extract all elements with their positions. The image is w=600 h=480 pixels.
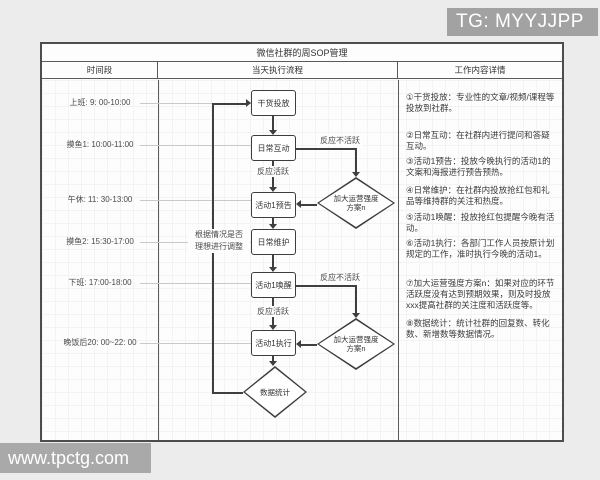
edge-line [212,103,246,105]
feedback-adjust-line1: 根据情况是否 [195,230,243,239]
watermark-website: www.tpctg.com [0,443,151,473]
time-slot-label: 下班: 17:00-18:00 [68,278,132,287]
edge-line [355,148,357,172]
edge-line [301,204,317,206]
arrow-head-down [352,172,360,177]
time-slot-label: 上班: 9: 00-10:00 [69,98,131,107]
node-activity-preview: 活动1预告 [251,192,296,218]
edge-line [355,285,357,313]
column-divider-1 [158,80,159,440]
time-connector-line [140,200,251,201]
detail-item-6: ⑥活动1执行：各部门工作人员按原计划规定的工作，准时执行今晚的活动1。 [406,238,555,259]
node-activity-wakeup: 活动1唤醒 [251,272,296,298]
arrow-head-down [352,313,360,318]
detail-item-2: ②日常互动：在社群内进行提问和答疑互动。 [406,130,550,151]
arrow-head-down [269,224,277,229]
edge-line [212,392,243,394]
arrow-head-down [269,187,277,192]
decision-label: 数据统计 [260,387,290,397]
decision-plan-n-lower: 加大运营强度方案n [317,318,395,370]
grid-background [42,80,562,440]
arrow-head-right [246,99,251,107]
edge-line [272,218,274,224]
decision-label: 加大运营强度方案n [333,335,379,353]
edge-line [296,285,356,287]
node-daily-maintenance: 日常维护 [251,229,296,255]
arrow-head-down [269,361,277,366]
node-activity-execute: 活动1执行 [251,330,296,356]
arrow-head-down [269,130,277,135]
column-header-time: 时间段 [42,62,158,78]
time-connector-line [140,103,251,104]
edge-line [272,356,274,361]
edge-label-inactive: 反应不活跃 [317,272,363,283]
edge-label-inactive: 反应不活跃 [317,135,363,146]
detail-item-7: ⑦加大运营强度方案n：如果对应的环节活跃度没有达到预期效果，则及时投放xxx提高… [406,278,555,310]
edge-line [301,344,317,346]
watermark-telegram: TG: MYYJJPP [447,8,598,36]
time-connector-line [140,283,251,284]
feedback-adjust-line2: 理想进行调整 [195,242,243,251]
node-daily-interaction: 日常互动 [251,135,296,161]
feedback-adjust-label: 根据情况是否 理想进行调整 [188,229,250,253]
detail-item-4: ④日常维护：在社群内投放抢红包和礼品等维持群的关注和热度。 [406,185,550,206]
sop-diagram-table: 微信社群的周SOP管理 时间段 当天执行流程 工作内容详情 上班: 9: 00-… [40,42,564,442]
column-divider-2 [398,80,399,440]
edge-line [272,255,274,267]
edge-line [272,116,274,130]
arrow-head-down [269,325,277,330]
time-slot-label: 摸鱼2: 15:30-17:00 [66,237,134,246]
detail-item-3: ③活动1预告：投放今晚执行的活动1的文案和海报进行预告预热。 [406,156,551,177]
detail-item-5: ⑤活动1唤醒：投放抢红包提醒今晚有活动。 [406,212,555,233]
time-connector-line [140,145,251,146]
detail-item-1: ①干货投放：专业性的文章/视频/课程等投放到社群。 [406,92,555,113]
arrow-head-left [296,200,301,208]
edge-label-active: 反应活跃 [253,306,293,317]
detail-item-8: ⑧数据统计：统计社群的回复数、转化数、新增数等数据情况。 [406,318,550,339]
time-slot-label: 摸鱼1: 10:00-11:00 [66,140,134,149]
decision-plan-n-upper: 加大运营强度方案n [317,177,395,229]
diagram-title: 微信社群的周SOP管理 [42,44,562,62]
arrow-head-down [269,267,277,272]
decision-label: 加大运营强度方案n [333,194,379,212]
column-header-row: 时间段 当天执行流程 工作内容详情 [42,62,562,79]
time-slot-label: 晚饭后20: 00~22: 00 [63,338,137,347]
decision-data-stats: 数据统计 [243,366,307,418]
column-header-process: 当天执行流程 [158,62,398,78]
edge-label-active: 反应活跃 [253,166,293,177]
node-content-post: 干货投放 [251,90,296,116]
time-slot-label: 午休: 11: 30-13:00 [67,195,133,204]
column-header-details: 工作内容详情 [454,65,506,75]
time-connector-line [140,343,251,344]
arrow-head-left [296,340,301,348]
edge-line [296,148,356,150]
